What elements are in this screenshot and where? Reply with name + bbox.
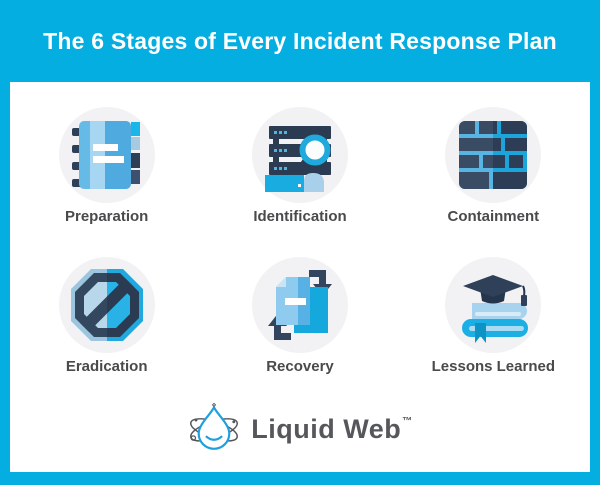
prohibition-octagon-icon bbox=[58, 257, 155, 353]
brand-name-text: Liquid Web bbox=[251, 413, 402, 444]
stage-label: Recovery bbox=[266, 358, 334, 375]
stage-label: Identification bbox=[253, 208, 347, 225]
stage-cell-identification: Identification bbox=[203, 107, 396, 225]
page-title: The 6 Stages of Every Incident Response … bbox=[43, 27, 557, 54]
stage-cell-recovery: Recovery bbox=[203, 257, 396, 375]
notebook-icon bbox=[58, 107, 155, 203]
stage-label: Lessons Learned bbox=[431, 358, 556, 375]
server-magnifier-icon bbox=[251, 107, 348, 203]
liquid-web-droplet-atom-icon bbox=[187, 402, 241, 456]
brand-logo: Liquid Web™ bbox=[10, 402, 590, 456]
stage-label: Eradication bbox=[65, 358, 148, 375]
stage-grid: Preparation bbox=[10, 82, 590, 375]
graduation-cap-books-icon bbox=[445, 257, 542, 353]
title-bar: The 6 Stages of Every Incident Response … bbox=[0, 0, 600, 82]
trademark-symbol: ™ bbox=[402, 415, 413, 427]
brand-name: Liquid Web™ bbox=[251, 414, 412, 445]
stage-cell-lessons-learned: Lessons Learned bbox=[397, 257, 590, 375]
stage-label: Containment bbox=[447, 208, 540, 225]
stage-cell-containment: Containment bbox=[397, 107, 590, 225]
documents-refresh-icon bbox=[251, 257, 348, 353]
stage-label: Preparation bbox=[64, 208, 149, 225]
content-card: Preparation bbox=[10, 82, 590, 472]
firewall-bricks-icon bbox=[445, 107, 542, 203]
stage-cell-preparation: Preparation bbox=[10, 107, 203, 225]
stage-cell-eradication: Eradication bbox=[10, 257, 203, 375]
